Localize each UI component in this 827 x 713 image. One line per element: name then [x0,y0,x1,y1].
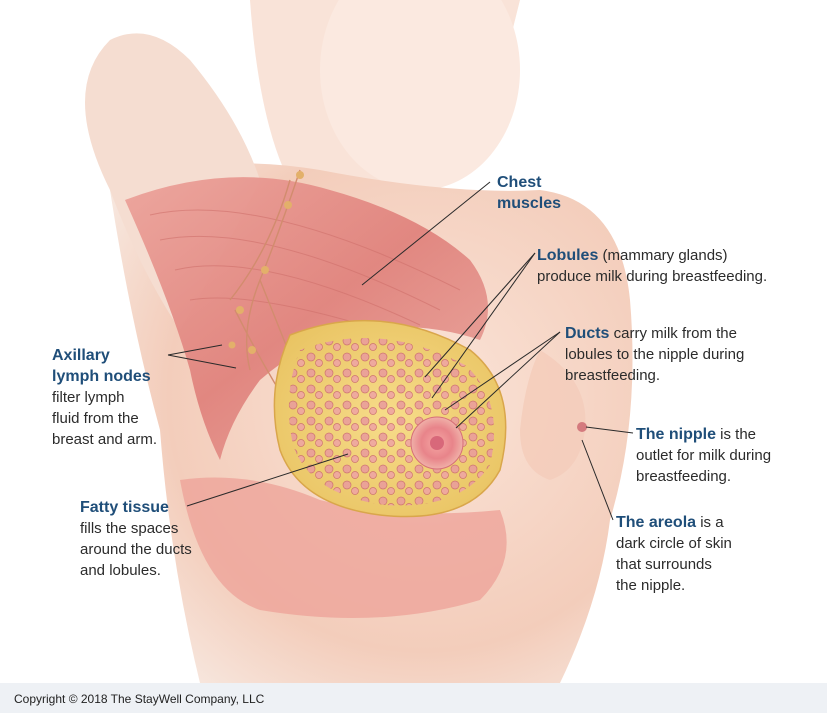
lymph-node [296,171,304,179]
label-fatty-tissue-text: fills the spaces around the ducts and lo… [80,518,250,581]
label-nipple-title: The nipple [636,426,716,443]
label-areola-title: The areola [616,514,696,531]
nipple-shape [430,436,444,450]
copyright-text: Copyright © 2018 The StayWell Company, L… [14,692,264,706]
label-axillary: Axillary lymph nodes filter lymph fluid … [52,345,212,450]
label-chest-muscles: Chest muscles [497,172,617,214]
label-axillary-text: filter lymph fluid from the breast and a… [52,387,212,450]
right-nipple-shape [577,422,587,432]
lymph-node [248,346,256,354]
label-nipple: The nipple is the outlet for milk during… [636,424,816,487]
illustration-panel: Chest muscles Lobules (mammary glands) p… [0,0,827,683]
lymph-node [284,201,292,209]
lymph-node [236,306,244,314]
label-axillary-title: Axillary lymph nodes [52,345,212,387]
label-lobules-title: Lobules [537,247,598,264]
lymph-node [261,266,269,274]
lymph-node [229,342,236,349]
label-lobules: Lobules (mammary glands) produce milk du… [537,245,822,287]
label-chest-muscles-title: Chest muscles [497,172,617,214]
label-ducts: Ducts carry milk from the lobules to the… [565,323,820,386]
label-fatty-tissue: Fatty tissue fills the spaces around the… [80,497,250,581]
label-areola: The areola is a dark circle of skin that… [616,512,796,596]
label-fatty-tissue-title: Fatty tissue [80,497,250,518]
label-ducts-title: Ducts [565,325,609,342]
